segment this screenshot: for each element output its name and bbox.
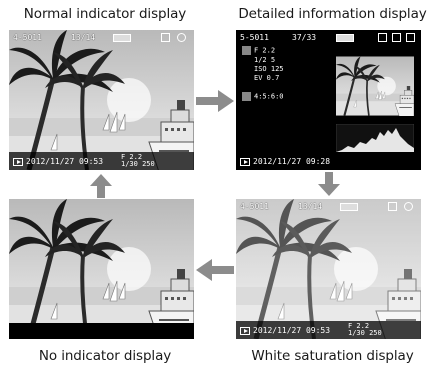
bottom-bar [9, 323, 194, 339]
caption-white-saturation: White saturation display [251, 348, 414, 364]
bottom-status-bar: 2012/11/27 09:53 F 2.2 1/30 250 [236, 321, 421, 339]
beach-photo [9, 199, 194, 339]
battery-icon [113, 34, 131, 42]
info-aperture: F 2.2 [254, 46, 276, 55]
info-ev: EV 0.7 [254, 73, 280, 82]
date-time: 2012/11/27 09:53 [26, 157, 104, 166]
shutter-speed: 1/30 250 [348, 329, 382, 337]
bottom-status-bar: 2012/11/27 09:53 F 2.2 1/30 250 [9, 152, 194, 170]
battery-icon [340, 203, 358, 211]
screen-no-indicator [9, 199, 194, 339]
arrow-left-icon [196, 259, 234, 281]
file-number: 4-5011 [13, 33, 42, 42]
screen-normal-indicator: 4-5011 13/14 2012/11/27 09:53 F 2.2 1/30… [9, 30, 194, 170]
wb-badge [242, 91, 251, 101]
arrow-right-icon [196, 90, 234, 112]
playback-icon [240, 158, 250, 166]
arrow-up-icon [90, 174, 112, 198]
arrow-down-icon [318, 172, 340, 196]
screen-white-saturation: 4-5011 13/14 2012/11/27 09:53 F 2.2 1/30… [236, 199, 421, 339]
beach-photo [9, 30, 194, 170]
info-extra: 4:5:6:0 [254, 92, 284, 100]
aperture: F 2.2 [121, 153, 143, 161]
top-status-bar: 5-5011 37/33 [240, 33, 417, 43]
caption-normal-indicator: Normal indicator display [23, 6, 187, 22]
photo-thumbnail [336, 56, 414, 116]
mode-icon [392, 33, 401, 42]
quality-icon [406, 33, 415, 42]
bottom-status-bar: 2012/11/27 09:28 [236, 152, 421, 170]
top-status-bar: 4-5011 13/14 [13, 33, 190, 43]
screen-detailed-information: 5-5011 37/33 F 2.2 1/2 5 ISO 125 EV 0.7 … [236, 30, 421, 170]
top-status-bar: 4-5011 13/14 [240, 202, 417, 212]
frame-count: 13/14 [298, 202, 323, 211]
date-time: 2012/11/27 09:28 [253, 157, 331, 166]
caption-detailed-information: Detailed information display [238, 6, 427, 22]
mode-badge [242, 46, 251, 55]
playback-icon [13, 158, 23, 166]
histogram [336, 124, 414, 152]
caption-no-indicator: No indicator display [38, 348, 172, 364]
mode-icon [404, 202, 413, 211]
file-number: 5-5011 [240, 33, 269, 42]
aperture: F 2.2 [348, 322, 370, 330]
info-iso: ISO 125 [254, 64, 284, 73]
frame-count: 37/33 [292, 33, 317, 42]
playback-icon [240, 327, 250, 335]
battery-icon [336, 34, 354, 42]
mode-icon [177, 33, 186, 42]
frame-count: 13/14 [71, 33, 96, 42]
shooting-info: F 2.2 1/2 5 ISO 125 EV 0.7 4:5:6:0 [242, 46, 284, 101]
protect-icon [378, 33, 387, 42]
date-time: 2012/11/27 09:53 [253, 326, 331, 335]
protect-icon [161, 33, 170, 42]
info-shutter: 1/2 5 [254, 55, 276, 64]
protect-icon [388, 202, 397, 211]
file-number: 4-5011 [240, 202, 269, 211]
beach-photo [236, 199, 421, 339]
shutter-speed: 1/30 250 [121, 160, 155, 168]
